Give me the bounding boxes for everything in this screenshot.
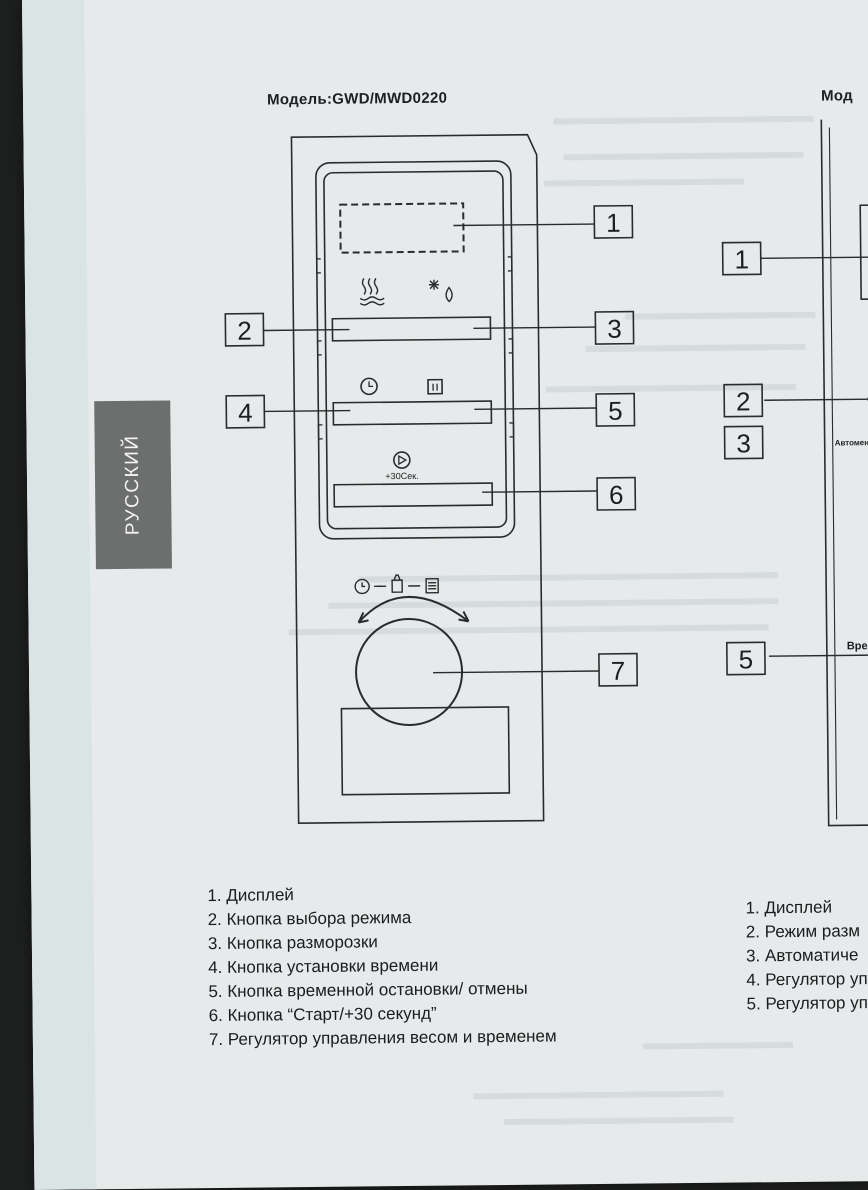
callout-number-5: 5	[608, 396, 623, 426]
callout-box-4	[225, 394, 266, 429]
legend-item: 2. Кнопка выбора режима	[207, 907, 412, 930]
right-legend-list: 1. Дисплей 2. Режим разм 3. Автоматиче 4…	[745, 895, 868, 1016]
legend-item: 3. Кнопка разморозки	[207, 932, 378, 954]
callout-box-2	[224, 312, 265, 347]
callout-box-5	[595, 392, 636, 427]
callout-leaders	[263, 223, 600, 674]
legend-item: 6. Кнопка “Старт/+30 секунд”	[208, 1003, 437, 1026]
callout-number-1: 1	[606, 208, 621, 238]
right-panel-outline	[820, 119, 868, 827]
start-button	[333, 482, 494, 508]
legend-item: 4. Регулятор уп	[746, 969, 868, 990]
panel-clips	[316, 256, 515, 440]
show-through-line	[642, 1041, 794, 1050]
right-callout-box-2	[723, 383, 764, 418]
callout-number-4: 4	[238, 398, 253, 428]
right-callout-box-5	[725, 641, 766, 676]
legend-item: 1. Дисплей	[745, 897, 833, 918]
right-callout-box-3	[723, 425, 764, 460]
legend-item: 4. Кнопка установки времени	[208, 955, 439, 978]
legend-item: 2. Режим разм	[745, 921, 861, 942]
pause-icon	[427, 378, 443, 395]
show-through-line	[473, 1090, 724, 1100]
right-callout-number-3: 3	[736, 428, 751, 458]
right-callout-number-5: 5	[739, 644, 754, 674]
right-diagram: 1 2 3 5 Автоменю Время	[721, 119, 868, 827]
callout-box-7	[598, 652, 639, 687]
callout-box-1	[593, 204, 634, 239]
plus30-label: +30Сек.	[385, 471, 418, 481]
legend-list: 1. Дисплей 2. Кнопка выбора режима 3. Кн…	[207, 880, 557, 1052]
mode-defrost-button-strip	[331, 316, 492, 342]
auto-menu-label: Автоменю	[835, 438, 868, 447]
callout-number-6: 6	[609, 480, 624, 510]
panel-outline	[290, 133, 545, 824]
legend-item: 5. Регулятор уп	[746, 993, 868, 1014]
callout-number-2: 2	[237, 316, 252, 346]
rotation-arrow-icon	[357, 595, 470, 624]
display-area	[339, 202, 465, 254]
legend-item: 5. Кнопка временной остановки/ отмены	[208, 978, 528, 1002]
lower-window	[340, 706, 511, 796]
right-callout-box-1	[721, 241, 762, 276]
manual-page: Модель:GWD/MWD0220 Мод РУССКИЙ	[22, 0, 868, 1190]
defrost-icon	[428, 279, 453, 303]
control-window-inner	[323, 170, 508, 530]
show-through-line	[503, 1116, 734, 1126]
callout-box-6	[596, 476, 637, 511]
time-pause-button-strip	[332, 400, 493, 426]
clock-icon	[360, 377, 378, 396]
legend-item: 1. Дисплей	[207, 885, 294, 906]
callout-box-3	[594, 310, 635, 345]
legend-item: 3. Автоматиче	[745, 945, 859, 966]
dial-mode-icons	[354, 574, 439, 595]
right-callout-number-1: 1	[734, 244, 749, 274]
callout-number-7: 7	[611, 656, 626, 686]
weight-time-knob	[355, 617, 464, 726]
microwave-power-icon	[359, 277, 385, 306]
time-label: Время	[847, 640, 868, 652]
callout-number-3: 3	[607, 314, 622, 344]
right-display	[859, 203, 868, 301]
right-callout-number-2: 2	[736, 386, 751, 416]
start-icon	[393, 451, 411, 469]
legend-item: 7. Регулятор управления весом и временем	[208, 1026, 557, 1050]
control-window	[315, 160, 516, 540]
control-panel-diagram: 1 2 3 4 5 6 7 +30Сек. 1 2	[224, 119, 868, 827]
